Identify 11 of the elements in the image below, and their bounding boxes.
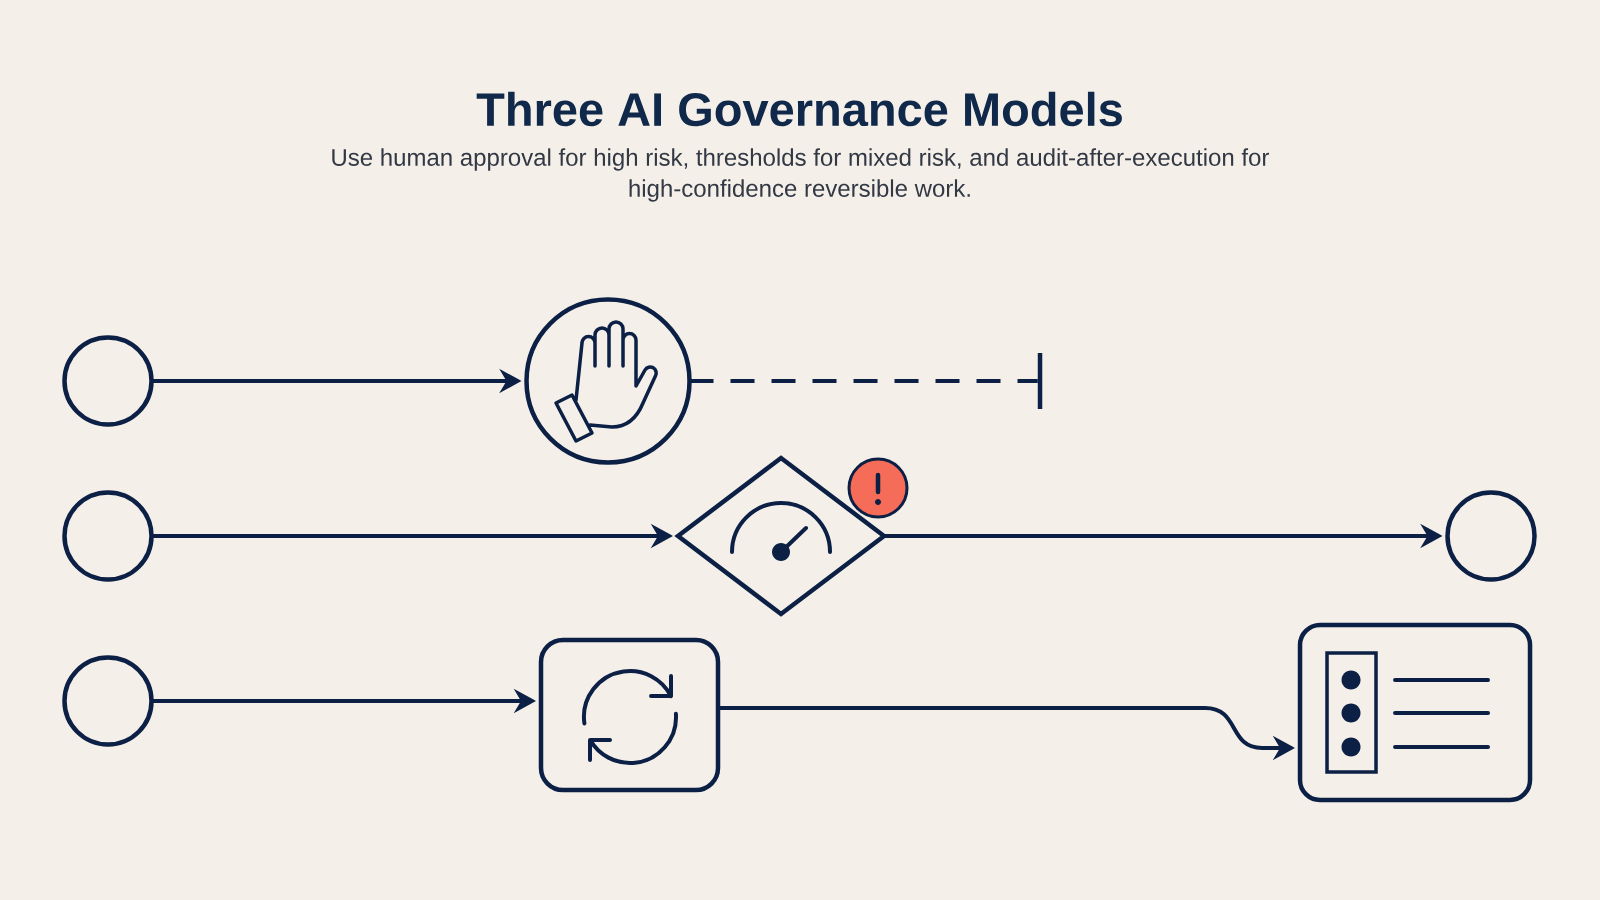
circle — [62, 490, 154, 582]
title: Three AI Governance Models — [476, 91, 1122, 127]
circle — [62, 335, 154, 427]
rounded-box — [538, 637, 721, 793]
end-bar — [1037, 353, 1043, 409]
dashed-line — [689, 379, 1038, 383]
subtitle: Use human approval for high risk, thresholds for mixed risk, and audit-after-execution for high-confidence reversible work. — [332, 148, 1269, 202]
circle — [524, 297, 692, 465]
circle — [1445, 490, 1537, 582]
circle — [62, 655, 154, 747]
rounded-box — [1297, 622, 1533, 803]
